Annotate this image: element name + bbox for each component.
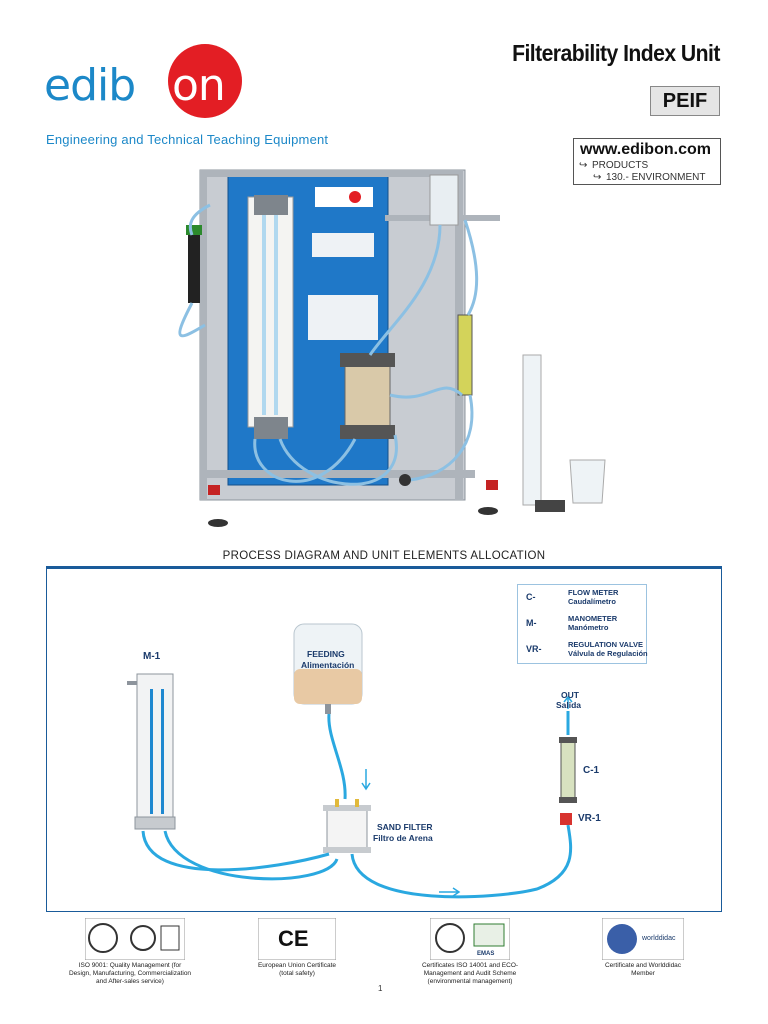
- nav-environment[interactable]: 130.- ENVIRONMENT: [606, 172, 706, 183]
- legend-row: VR- REGULATION VALVE Válvula de Regulaci…: [518, 640, 648, 664]
- legend: C- FLOW METER Caudalímetro M- MANOMETER …: [517, 584, 648, 664]
- page-number: 1: [378, 984, 383, 993]
- tagline: Engineering and Technical Teaching Equip…: [46, 132, 329, 147]
- legend-es: Válvula de Regulación: [568, 649, 648, 658]
- legend-key: C-: [526, 592, 536, 602]
- cert-line: (environmental management): [427, 978, 513, 985]
- label-filter-en: SAND FILTER: [377, 822, 433, 832]
- arrow-icon: ↪: [579, 160, 588, 171]
- cert-line: (total safety): [279, 970, 315, 977]
- cert-line: Management and Audit Scheme: [423, 970, 517, 977]
- label-flowmeter: C-1: [583, 765, 600, 776]
- label-out-es: Salida: [556, 700, 582, 710]
- legend-row: M- MANOMETER Manómetro: [518, 614, 648, 638]
- label-filter-es: Filtro de Arena: [373, 833, 433, 843]
- label-manometer: M-1: [143, 651, 161, 662]
- worlddidac-label: worlddidac: [642, 935, 676, 942]
- website-link[interactable]: www.edibon.com: [580, 141, 711, 158]
- label-feeding-en: FEEDING: [307, 649, 345, 659]
- product-photo: [178, 169, 606, 527]
- legend-en: REGULATION VALVE: [568, 640, 643, 649]
- product-code: PEIF: [650, 86, 720, 116]
- iso9001-seals: [85, 918, 185, 960]
- legend-key: M-: [526, 618, 537, 628]
- process-diagram: C- FLOW METER Caudalímetro M- MANOMETER …: [46, 566, 722, 912]
- cert-line: Certificate and Worlddidac: [604, 962, 682, 969]
- cert-line: and After-sales service): [96, 978, 164, 985]
- section-title: PROCESS DIAGRAM AND UNIT ELEMENTS ALLOCA…: [222, 550, 546, 562]
- legend-es: Caudalímetro: [568, 597, 616, 606]
- logo-circle: [168, 44, 242, 118]
- logo-text-part2: on: [172, 60, 226, 111]
- legend-key: VR-: [526, 644, 542, 654]
- edibon-logo: edib on: [44, 42, 244, 122]
- cert-line: Member: [631, 970, 655, 977]
- cert-line: Certificates ISO 14001 and ECO-: [421, 962, 519, 969]
- emas-label: EMAS: [477, 951, 495, 957]
- worlddidac-seal: [602, 918, 684, 960]
- legend-es: Manómetro: [568, 623, 609, 632]
- legend-en: FLOW METER: [568, 588, 619, 597]
- cert-caption-worlddidac: Certificate and Worlddidac Member: [568, 962, 718, 978]
- nav-products[interactable]: PRODUCTS: [592, 160, 649, 171]
- cert-line: European Union Certificate: [257, 962, 337, 969]
- label-feeding-es: Alimentación: [301, 660, 355, 670]
- cert-caption-iso14001: Certificates ISO 14001 and ECO- Manageme…: [395, 962, 545, 986]
- website-box: www.edibon.com ↪ PRODUCTS ↪ 130.- ENVIRO…: [573, 138, 721, 185]
- cert-caption-ce: European Union Certificate (total safety…: [222, 962, 372, 978]
- iso14001-emas-seals: [430, 918, 510, 960]
- label-valve: VR-1: [578, 813, 601, 824]
- page-title: Filterability Index Unit: [512, 40, 720, 66]
- cert-line: ISO 9001: Quality Management (for: [78, 962, 182, 969]
- label-out-en: OUT: [561, 690, 579, 700]
- legend-row: C- FLOW METER Caudalímetro: [518, 588, 648, 612]
- ce-mark-text: CE: [278, 926, 309, 951]
- logo-text-part1: edib: [44, 60, 136, 111]
- cert-line: Design, Manufacturing, Commercialization: [68, 970, 192, 977]
- arrow-icon: ↪: [593, 172, 602, 183]
- legend-en: MANOMETER: [568, 614, 618, 623]
- cert-caption-iso9001: ISO 9001: Quality Management (for Design…: [55, 962, 205, 986]
- diagram-drawing: [127, 623, 577, 899]
- ce-mark: [258, 918, 336, 960]
